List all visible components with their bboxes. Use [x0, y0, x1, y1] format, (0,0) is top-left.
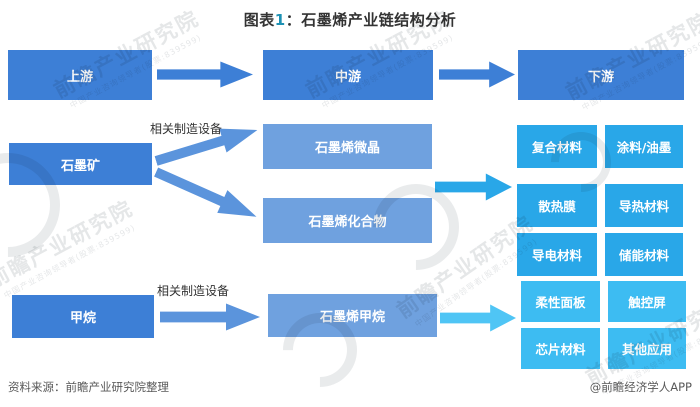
- node-label: 石墨烯化合物: [308, 215, 387, 230]
- app-composite-materials: 复合材料: [517, 125, 597, 168]
- node-methane: 甲烷: [12, 295, 154, 338]
- credit-note: @前瞻经济学人APP: [589, 380, 692, 394]
- title-prefix: 图表: [243, 11, 275, 29]
- node-graphene-microcrystal: 石墨烯微晶: [263, 124, 432, 169]
- app-label: 复合材料: [531, 140, 582, 155]
- app-thermal-materials: 导热材料: [605, 184, 683, 227]
- app-label: 储能材料: [618, 248, 669, 263]
- app-conductive-materials: 导电材料: [517, 233, 597, 276]
- app-heat-dissipation-film: 散热膜: [517, 184, 597, 227]
- arrow-to-midstream-apps-icon: [435, 173, 512, 201]
- app-label: 散热膜: [538, 199, 576, 214]
- source-note: 资料来源：前瞻产业研究院整理: [8, 380, 169, 394]
- equipment-label-row3: 相关制造设备: [157, 284, 230, 298]
- title-number: 1: [274, 11, 286, 29]
- app-label: 触控屏: [628, 295, 666, 310]
- node-label: 中游: [334, 69, 361, 85]
- node-label: 上游: [66, 69, 93, 85]
- app-label: 柔性面板: [535, 295, 586, 310]
- app-chip-materials: 芯片材料: [521, 328, 600, 369]
- node-graphene-methane: 石墨烯甲烷: [268, 294, 437, 337]
- title-text: ：石墨烯产业链结构分析: [285, 11, 457, 29]
- watermark-text: 前瞻产业研究院 中国产业咨询领导者(股票:839599): [0, 195, 138, 301]
- app-label: 导热材料: [618, 199, 669, 214]
- node-label: 下游: [587, 69, 614, 85]
- app-label: 涂料/油墨: [616, 140, 672, 155]
- node-downstream: 下游: [518, 50, 684, 100]
- node-label: 石墨矿: [60, 158, 100, 174]
- arrow-to-downstream-apps-icon: [440, 304, 516, 332]
- arrow-methane-to-product-icon: [160, 303, 260, 331]
- node-label: 甲烷: [69, 311, 96, 326]
- node-label: 石墨烯甲烷: [319, 310, 385, 325]
- app-label: 其他应用: [621, 342, 672, 357]
- node-upstream: 上游: [8, 50, 152, 100]
- equipment-label-row2: 相关制造设备: [150, 122, 223, 136]
- node-graphite-ore: 石墨矿: [9, 143, 152, 185]
- node-label: 石墨烯微晶: [314, 141, 380, 156]
- app-touch-screen: 触控屏: [608, 281, 686, 322]
- arrow-midstream-to-downstream-icon: [439, 61, 515, 88]
- app-coatings-inks: 涂料/油墨: [605, 125, 683, 168]
- arrow-upstream-to-midstream-icon: [157, 61, 253, 88]
- app-energy-storage-materials: 储能材料: [605, 233, 683, 276]
- app-flexible-panel: 柔性面板: [521, 281, 600, 322]
- arrow-ore-to-compound-icon: [151, 160, 262, 228]
- app-other-applications: 其他应用: [608, 328, 686, 369]
- app-label: 芯片材料: [535, 342, 586, 357]
- node-graphene-compound: 石墨烯化合物: [263, 198, 432, 243]
- app-label: 导电材料: [531, 248, 582, 263]
- node-midstream: 中游: [263, 50, 433, 100]
- chart-title: 图表1：石墨烯产业链结构分析: [0, 9, 700, 30]
